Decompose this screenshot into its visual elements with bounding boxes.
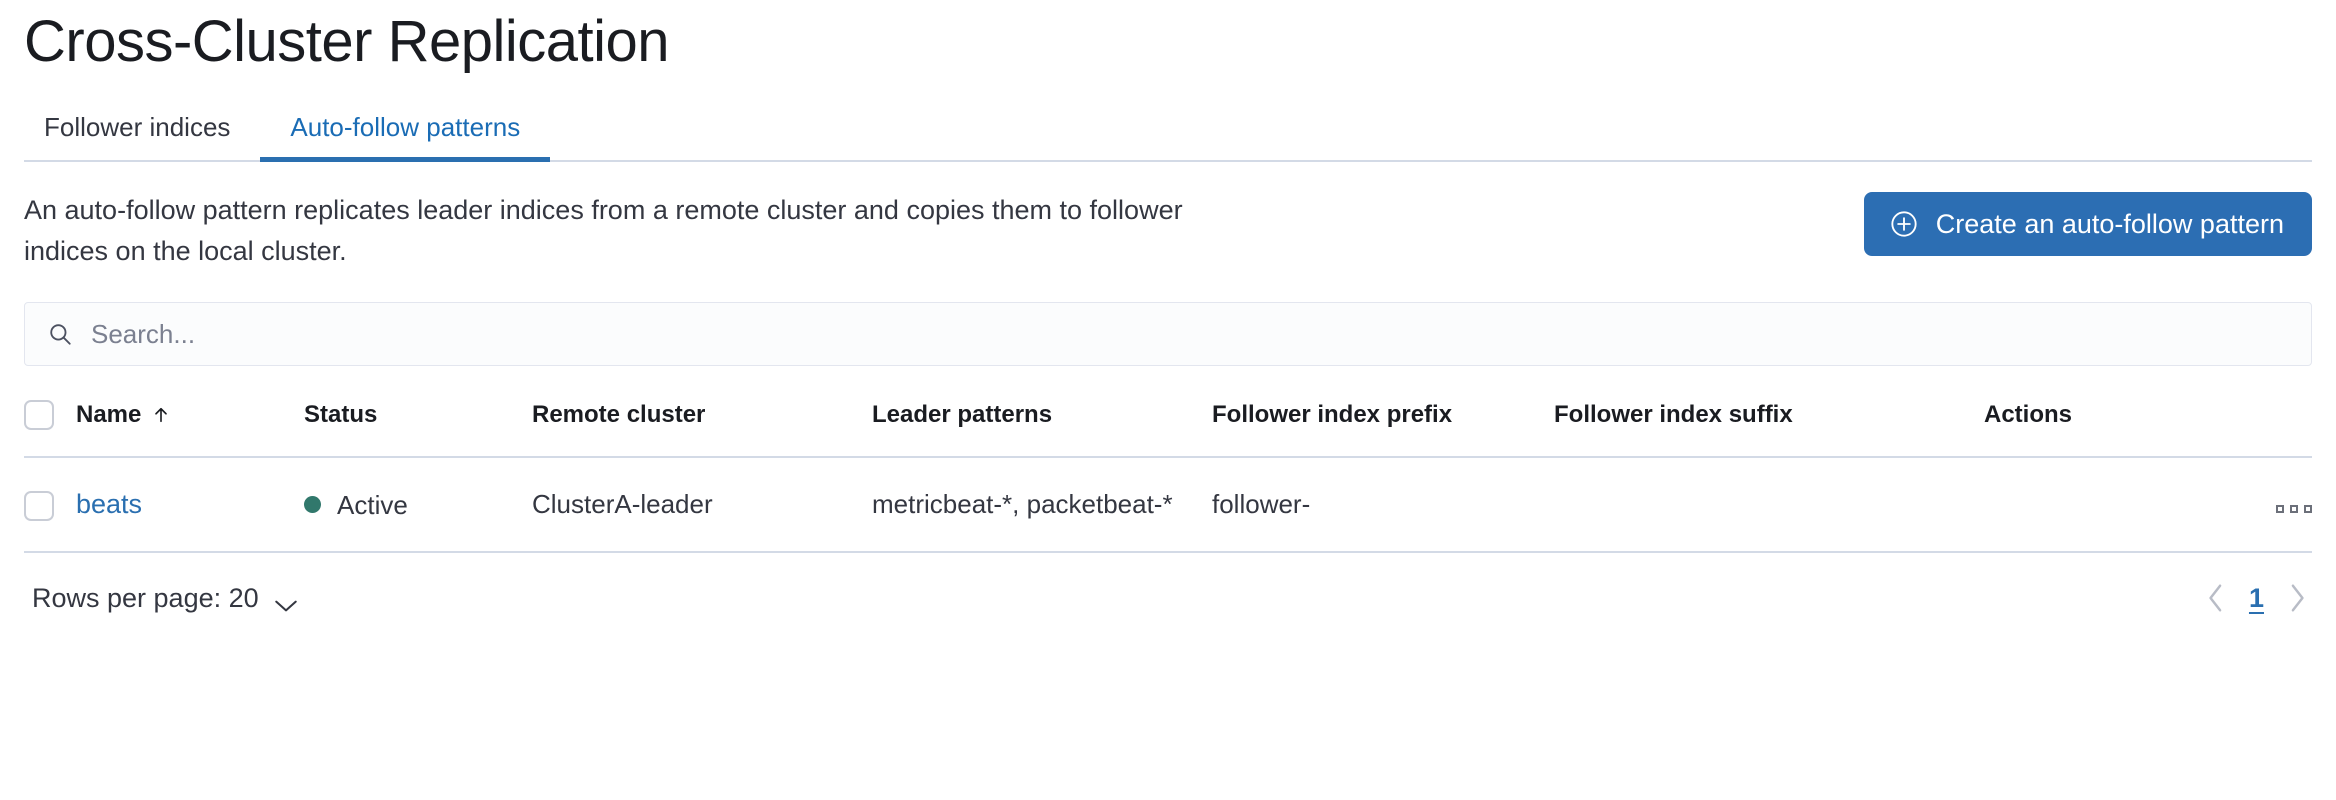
cell-status: Active: [304, 457, 532, 553]
auto-follow-patterns-table: Name Status Remote cluster Leader patter…: [24, 400, 2312, 553]
create-button-label: Create an auto-follow pattern: [1935, 209, 2284, 239]
rows-per-page-selector[interactable]: Rows per page: 20: [24, 583, 299, 614]
status-dot-icon: [304, 496, 321, 513]
row-select-cell: [24, 457, 76, 553]
column-header-actions: Actions: [1984, 400, 2312, 458]
chevron-down-icon: [273, 590, 299, 612]
column-header-name-label: Name: [76, 401, 142, 428]
table-footer: Rows per page: 20 1: [24, 583, 2312, 614]
ellipsis-horizontal-icon[interactable]: [2276, 505, 2312, 514]
table-header-row: Name Status Remote cluster Leader patter…: [24, 400, 2312, 458]
auto-follow-pattern-link[interactable]: beats: [76, 489, 143, 520]
pagination-page-1[interactable]: 1: [2248, 582, 2264, 613]
plus-in-circle-icon: [1890, 210, 1918, 238]
select-all-header: [24, 400, 76, 458]
description-row: An auto-follow pattern replicates leader…: [24, 190, 2312, 272]
tab-bar: Follower indices Auto-follow patterns: [24, 98, 2312, 162]
cell-leader-patterns: metricbeat-*, packetbeat-*: [872, 457, 1212, 553]
chevron-left-icon[interactable]: [2207, 583, 2225, 613]
cell-follower-index-suffix: [1554, 457, 1984, 553]
table-row: beats Active ClusterA-leader metricbeat-…: [24, 457, 2312, 553]
sort-up-arrow-icon: [151, 404, 171, 426]
page-title: Cross-Cluster Replication: [24, 9, 670, 74]
page-description: An auto-follow pattern replicates leader…: [24, 195, 1183, 266]
pagination: 1: [2207, 583, 2312, 614]
cell-name: beats: [76, 457, 304, 553]
row-checkbox[interactable]: [24, 491, 54, 522]
cell-follower-index-prefix: follower-: [1212, 457, 1554, 553]
cell-remote-cluster: ClusterA-leader: [532, 457, 872, 553]
column-header-status[interactable]: Status: [304, 400, 532, 458]
chevron-right-icon[interactable]: [2288, 583, 2306, 613]
rows-per-page-label: Rows per page: 20: [32, 582, 259, 613]
search-input[interactable]: [91, 318, 2289, 350]
tab-follower-indices[interactable]: Follower indices: [44, 112, 231, 142]
tab-auto-follow-patterns[interactable]: Auto-follow patterns: [260, 112, 551, 162]
select-all-checkbox[interactable]: [24, 400, 54, 430]
column-header-name[interactable]: Name: [76, 400, 304, 458]
create-auto-follow-pattern-button[interactable]: Create an auto-follow pattern: [1863, 192, 2312, 256]
cell-actions: [1984, 457, 2312, 553]
column-header-leader-patterns[interactable]: Leader patterns: [872, 400, 1212, 458]
status-label: Active: [337, 489, 408, 520]
column-header-follower-index-prefix[interactable]: Follower index prefix: [1212, 400, 1554, 458]
column-header-follower-index-suffix[interactable]: Follower index suffix: [1554, 400, 1984, 458]
search-icon: [47, 321, 73, 347]
search-bar[interactable]: [24, 302, 2312, 366]
column-header-remote-cluster[interactable]: Remote cluster: [532, 400, 872, 458]
